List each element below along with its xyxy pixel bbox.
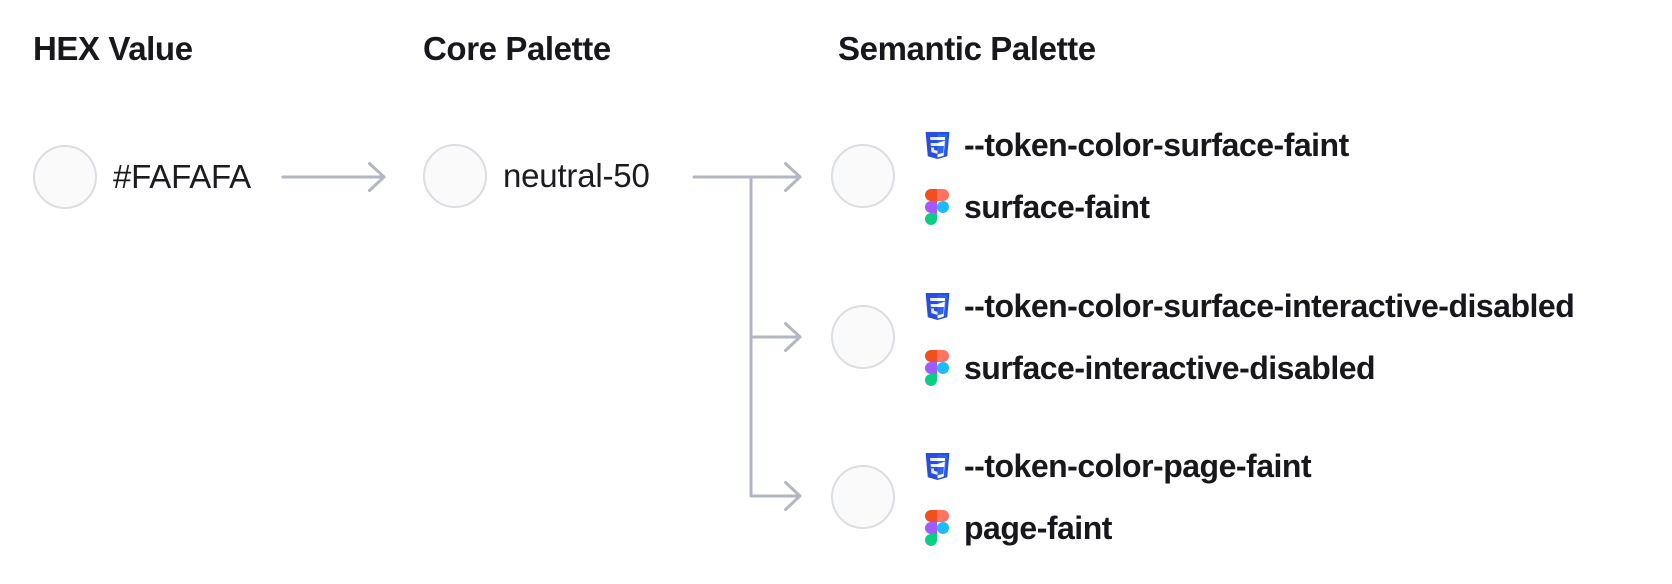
connector-trunk bbox=[749, 175, 802, 511]
semantic-swatch bbox=[831, 305, 895, 369]
core-token-label: neutral-50 bbox=[503, 157, 650, 194]
figma-token-label: surface-interactive-disabled bbox=[964, 349, 1376, 386]
css-variable-row: --token-color-page-faint bbox=[923, 446, 1312, 486]
css3-shield-icon bbox=[923, 446, 951, 486]
semantic-swatch bbox=[831, 465, 895, 529]
arrow-hex-to-core bbox=[281, 162, 386, 192]
css3-shield-icon bbox=[923, 286, 951, 326]
core-token-node: neutral-50 bbox=[423, 144, 650, 208]
semantic-palette-header: Semantic Palette bbox=[838, 30, 1096, 67]
css3-shield-icon bbox=[923, 125, 951, 165]
semantic-token-item: --token-color-surface-faint surface-fain… bbox=[831, 118, 1349, 234]
figma-token-row: surface-faint bbox=[923, 187, 1349, 227]
hex-swatch bbox=[33, 145, 97, 209]
figma-logo-icon bbox=[923, 187, 951, 227]
hex-value-label: #FAFAFA bbox=[113, 158, 251, 195]
hex-value-node: #FAFAFA bbox=[33, 145, 251, 209]
figma-token-row: surface-interactive-disabled bbox=[923, 348, 1574, 388]
figma-token-label: surface-faint bbox=[964, 188, 1150, 225]
hex-value-header: HEX Value bbox=[33, 30, 193, 67]
figma-token-label: page-faint bbox=[964, 509, 1112, 546]
figma-logo-icon bbox=[923, 508, 951, 548]
semantic-token-item: --token-color-surface-interactive-disabl… bbox=[831, 279, 1575, 395]
core-swatch bbox=[423, 144, 487, 208]
css-variable-label: --token-color-surface-faint bbox=[964, 126, 1349, 163]
css-variable-row: --token-color-surface-interactive-disabl… bbox=[923, 286, 1575, 326]
css-variable-row: --token-color-surface-faint bbox=[923, 125, 1349, 165]
semantic-token-item: --token-color-page-faint page-faint bbox=[831, 439, 1312, 555]
css-variable-label: --token-color-page-faint bbox=[964, 447, 1312, 484]
semantic-swatch bbox=[831, 144, 895, 208]
arrow-core-to-semantic-2 bbox=[749, 322, 802, 352]
arrow-core-to-semantic-1 bbox=[692, 162, 802, 192]
css-variable-label: --token-color-surface-interactive-disabl… bbox=[964, 287, 1575, 324]
core-palette-header: Core Palette bbox=[423, 30, 611, 67]
figma-token-row: page-faint bbox=[923, 508, 1311, 548]
figma-logo-icon bbox=[923, 348, 951, 388]
